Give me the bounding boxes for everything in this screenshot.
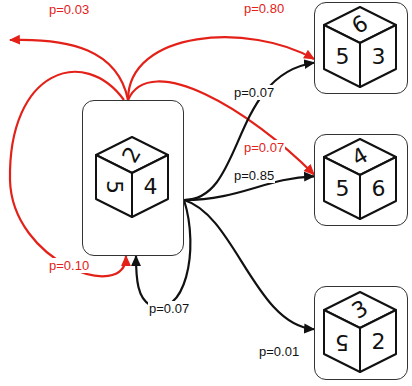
face-number: 6 <box>371 178 385 200</box>
die-box: 456 <box>314 134 408 226</box>
die-cube: 352 <box>320 288 400 376</box>
exit-arrow <box>10 40 128 100</box>
probability-label: p=0.85 <box>233 168 275 183</box>
probability-label: p=0.03 <box>48 2 90 17</box>
face-number: 3 <box>371 46 385 68</box>
face-number: 4 <box>143 176 157 198</box>
face-number: 2 <box>371 331 385 353</box>
die-cube: 254 <box>92 133 172 221</box>
probability-label: p=0.07 <box>148 301 190 316</box>
face-number: 5 <box>335 178 349 200</box>
probability-label: p=0.10 <box>48 258 90 273</box>
probability-label: p=0.01 <box>258 344 300 359</box>
probability-label: p=0.07 <box>233 85 275 100</box>
face-number: 5 <box>335 331 349 353</box>
transition-arrow <box>128 37 314 100</box>
die-box: 254 <box>82 100 184 256</box>
probability-label: p=0.80 <box>243 1 285 16</box>
die-cube: 653 <box>320 3 400 91</box>
probability-label: p=0.07 <box>243 140 285 155</box>
die-cube: 456 <box>320 135 400 223</box>
die-box: 653 <box>314 2 408 94</box>
transition-arrow <box>184 63 314 200</box>
face-number: 5 <box>335 46 349 68</box>
die-box: 352 <box>314 286 408 380</box>
face-number: 5 <box>103 180 125 194</box>
transition-arrow <box>184 200 314 329</box>
